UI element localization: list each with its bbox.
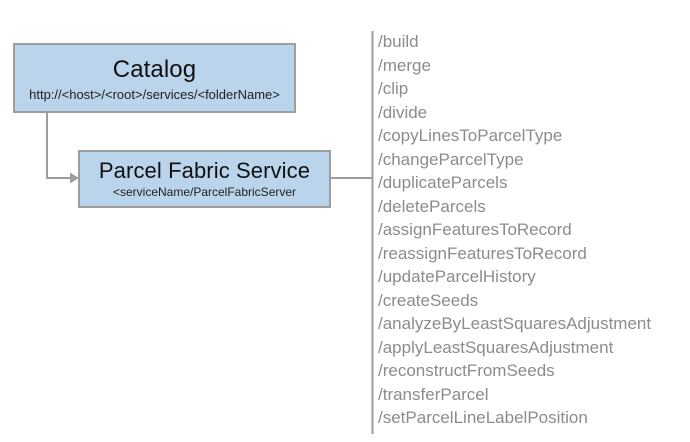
operation-item: /duplicateParcels [378,173,508,192]
operation-item: /changeParcelType [378,149,524,169]
node-parcel-fabric-service: Parcel Fabric Service <serviceName/Parce… [78,150,331,208]
node-parcel-fabric-service-title: Parcel Fabric Service [98,158,311,183]
node-parcel-fabric-service-subtitle: <serviceName/ParcelFabricServer [112,185,297,199]
operation-item: /build [378,32,419,51]
connector-catalog-to-service [46,113,70,179]
arrowhead-icon [70,172,79,184]
operation-item: /merge [378,55,431,75]
operation-item: /reassignFeaturesToRecord [378,243,587,263]
operation-item: /createSeeds [378,290,479,310]
operation-item: /reconstructFromSeeds [378,361,555,380]
node-catalog-title: Catalog [112,55,197,83]
node-catalog: Catalog http://<host>/<root>/services/<f… [13,43,296,113]
operation-item: /clip [378,79,409,98]
operation-item: /analyzeByLeastSquaresAdjustment [378,314,652,333]
operation-item: /transferParcel [378,384,489,404]
operation-item: /deleteParcels [378,196,486,216]
operation-item: /divide [378,102,428,122]
operations-list: /build /merge /clip /divide /copyLinesTo… [378,30,678,430]
operation-item: /updateParcelHistory [378,267,536,286]
operation-item: /setParcelLineLabelPosition [378,408,588,427]
operation-item: /applyLeastSquaresAdjustment [378,337,614,357]
operation-item: /assignFeaturesToRecord [378,220,572,239]
node-catalog-subtitle: http://<host>/<root>/services/<folderNam… [29,86,280,102]
operation-item: /copyLinesToParcelType [378,126,563,145]
